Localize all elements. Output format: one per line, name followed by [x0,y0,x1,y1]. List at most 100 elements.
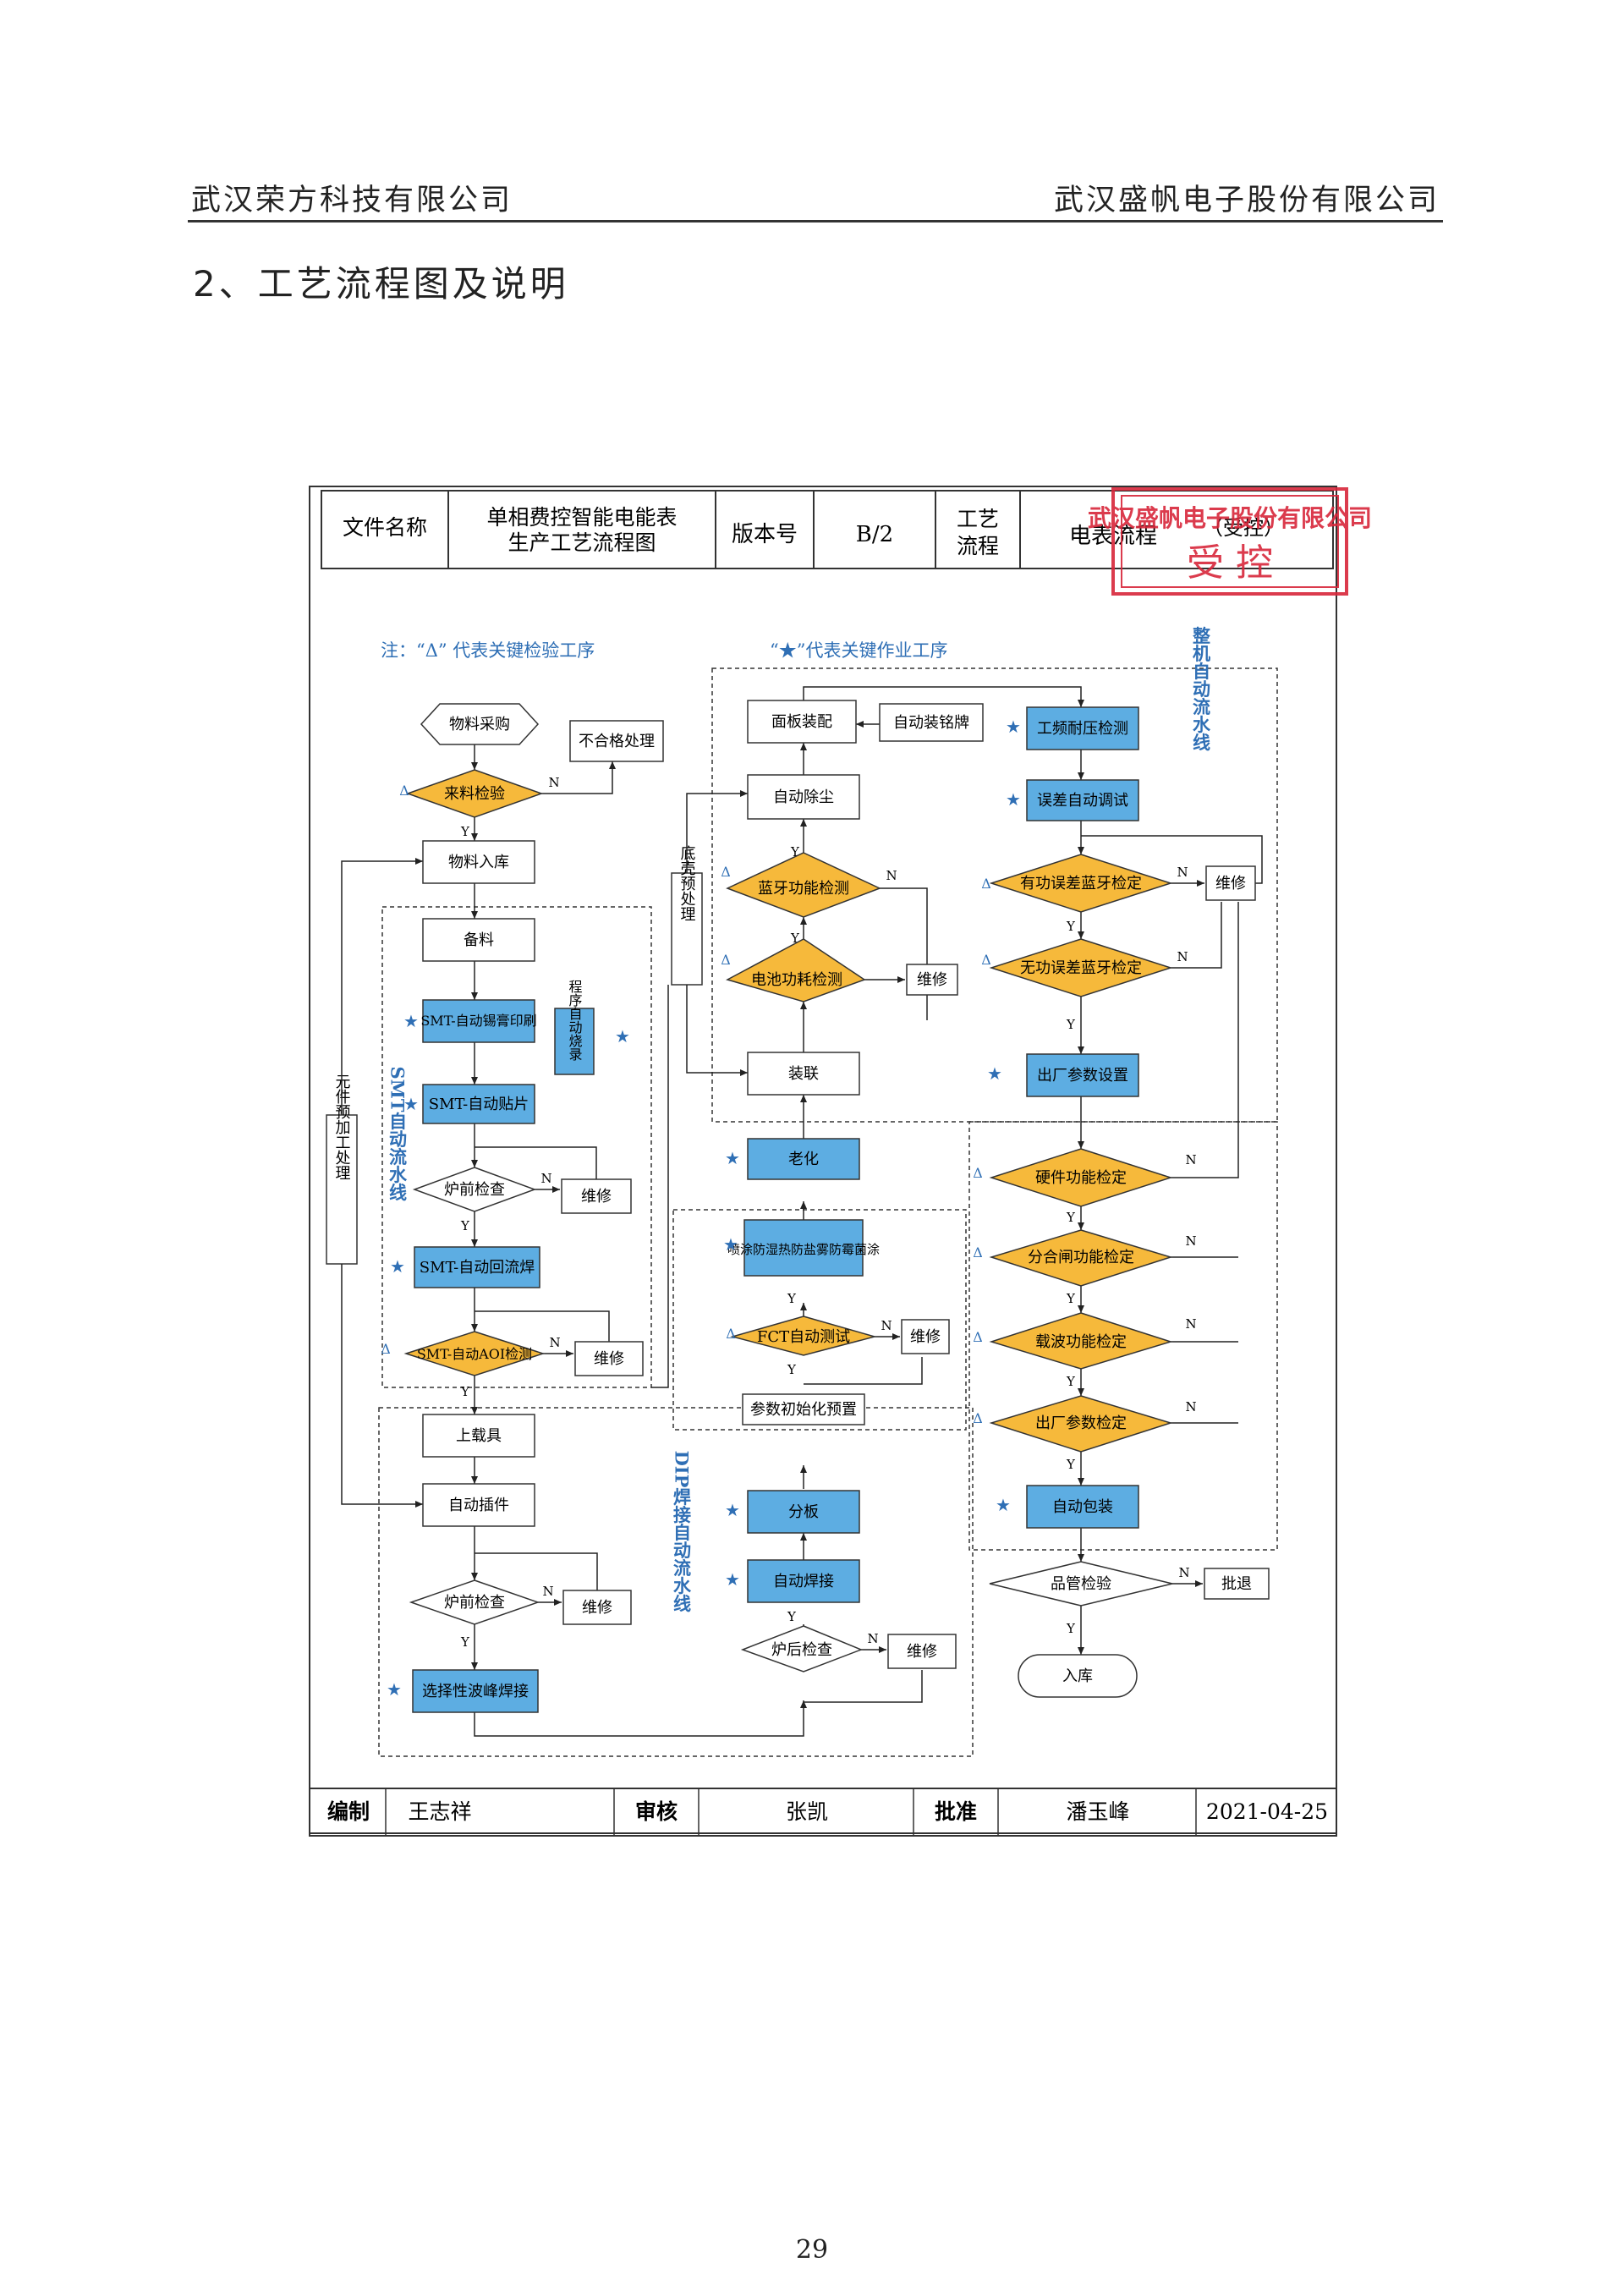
delta-incoming: Δ [399,783,409,799]
stamp-company: 武汉盛帆电子股份有限公司 [1088,504,1372,532]
label-joint: 装联 [788,1065,819,1083]
mark-n-switch: N [1185,1233,1196,1249]
node-factory-param-check [989,1395,1173,1453]
label-spray: 喷涂防湿热防盐雾防霉菌涂 [727,1242,880,1257]
footer-compiled-label: 编制 [327,1799,370,1824]
star-error-test: ★ [1006,789,1021,810]
label-program-burn: 程序自动烧录 [567,980,583,1061]
label-aging: 老化 [788,1151,819,1168]
mark-n-pre2: N [542,1584,553,1599]
label-repair-2: 维修 [594,1350,624,1368]
mark-y-switch: Y [1066,1291,1076,1306]
node-auto-dedust [747,774,860,820]
delta-switch: Δ [973,1244,983,1261]
label-postfurnace-check: 炉后检查 [771,1641,832,1659]
star-smt-mount: ★ [403,1094,419,1114]
footer-reviewed-by: 张凯 [786,1799,828,1824]
label-smt-line: SMT自动流水线 [387,1066,409,1201]
node-hv-test [1026,706,1139,750]
group-whole-lower-frame [968,1121,1278,1551]
label-auto-weld: 自动焊接 [773,1573,834,1590]
delta-bt: Δ [721,864,731,880]
text-component-prep: 元件预加工处理 [333,1074,351,1180]
node-qc-check [989,1561,1173,1607]
stamp-text: 受 控 [1187,541,1273,585]
node-smt-mount [422,1084,535,1124]
label-smt-mount: SMT-自动贴片 [429,1096,529,1113]
node-battery-check [726,938,866,1002]
node-spray [743,1219,864,1277]
label-factory-param-check: 出厂参数检定 [1035,1414,1127,1432]
node-bt-check [726,852,881,918]
mark-y-carrier: Y [1066,1374,1076,1389]
star-hv-test: ★ [1006,717,1021,737]
group-whole-frame [711,667,1278,1123]
node-program-burn [554,1008,595,1075]
mark-n-pre1: N [540,1171,551,1186]
mark-n-carrier: N [1185,1316,1196,1332]
label-panel-assembly: 面板装配 [771,713,832,731]
node-repair-5 [901,1319,950,1354]
node-reactive-check [989,938,1173,997]
node-prepare [422,918,535,962]
control-stamp: 武汉盛帆电子股份有限公司 受 控 [1088,487,1372,596]
form-header-row [321,490,1334,569]
label-repair-1: 维修 [581,1188,612,1206]
label-auto-nameplate: 自动装铭牌 [893,714,969,732]
label-smt-aoi: SMT-自动AOI检测 [417,1346,532,1362]
label-warehouse-in: 物料入库 [448,854,509,871]
mark-y-pre1: Y [460,1218,470,1233]
note-operation: “★”代表关键作业工序 [770,640,947,661]
node-reject [569,720,664,762]
node-load-carrier [422,1414,535,1458]
mark-y-fct: Y [787,1362,797,1377]
label-load-carrier: 上载具 [456,1427,502,1445]
label-error-test: 误差自动调试 [1037,792,1128,810]
mark-n-bt: N [886,868,897,883]
label-whole-line: 整机自动流水线 [1191,626,1212,751]
node-param-init [742,1393,865,1425]
mark-y-pre2: Y [460,1634,470,1650]
node-repair-7 [1205,865,1256,901]
node-panel-assembly [747,700,857,744]
label-prefurnace-check-1: 炉前检查 [444,1181,505,1199]
mark-n-post: N [867,1631,878,1646]
label-switch-check: 分合闸功能检定 [1028,1249,1134,1266]
delta-carrier: Δ [973,1329,983,1345]
label-hw-check: 硬件功能检定 [1035,1169,1127,1187]
node-auto-pack [1026,1485,1139,1529]
star-split: ★ [725,1500,740,1520]
label-reject: 不合格处理 [579,733,655,750]
version-label: 版本号 [732,522,798,547]
label-selective-wave: 选择性波峰焊接 [422,1683,529,1700]
node-smt-print [422,999,535,1043]
header-rule [188,220,1443,222]
delta-active: Δ [981,876,991,892]
node-auto-insert [422,1483,535,1527]
label-bt-check: 蓝牙功能检测 [758,880,849,898]
text-base-prep: 底壳预处理 [678,845,696,921]
company-right: 武汉盛帆电子股份有限公司 [1053,184,1440,217]
label-carrier-check: 载波功能检定 [1035,1333,1127,1351]
node-prefurnace-check-2 [409,1579,540,1625]
node-switch-check [989,1229,1173,1287]
mark-n-qc: N [1178,1565,1189,1580]
node-prefurnace-check-1 [412,1167,537,1212]
page-number: 29 [795,2235,829,2265]
mark-y-weld: Y [787,1609,797,1624]
mark-n-active: N [1177,865,1188,880]
label-repair-5: 维修 [910,1328,941,1346]
node-auto-weld [747,1559,860,1603]
mark-y-incoming: Y [460,824,470,839]
label-battery-check: 电池功耗检测 [751,971,842,989]
delta-hw: Δ [973,1165,983,1181]
mark-y-active: Y [1066,919,1076,934]
label-factory-params: 出厂参数设置 [1037,1067,1128,1085]
star-smt-print: ★ [403,1011,419,1031]
footer-review-label: 审核 [635,1799,678,1824]
label-auto-insert: 自动插件 [448,1497,509,1514]
label-smt-reflow: SMT-自动回流焊 [420,1259,535,1277]
box-component-prep [326,1114,358,1265]
footer-row [309,1788,1337,1837]
label-repair-6: 维修 [907,1643,937,1661]
